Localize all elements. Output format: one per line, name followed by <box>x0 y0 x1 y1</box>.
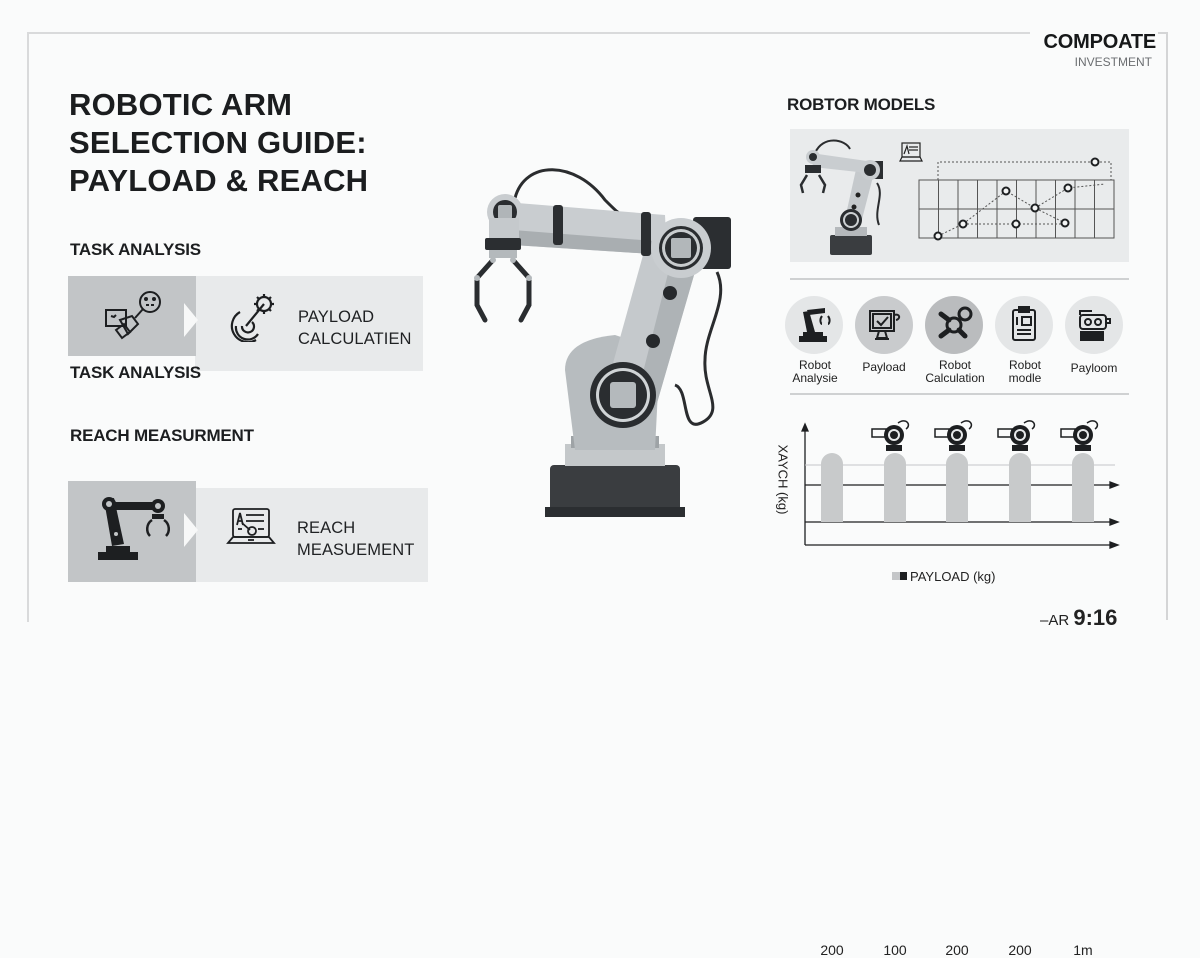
reach-measurement-label: REACH MEASUEMENT <box>297 519 415 559</box>
x-tick-label: 100 <box>883 942 907 958</box>
circle-robot-analysie[interactable] <box>785 296 843 354</box>
chevron-right-icon <box>184 303 198 337</box>
legend-swatch-dark <box>900 572 907 580</box>
divider <box>790 393 1129 395</box>
legend-swatch-light <box>892 572 900 580</box>
title-line-3: PAYLOAD & REACH <box>69 163 369 198</box>
task-analysis-caption: TASK ANALYSIS <box>70 363 201 382</box>
title-line-1: ROBOTIC ARM <box>69 87 293 122</box>
icon-label-payload: Payload <box>862 360 906 374</box>
monitor-check-icon <box>869 310 901 340</box>
brand-subtitle: INVESTMENT <box>1074 55 1152 69</box>
robot-head-icons <box>871 420 1099 452</box>
divider <box>790 278 1129 280</box>
robot-models-heading: ROBTOR MODELS <box>787 95 936 114</box>
camera-robot-icon <box>1079 310 1111 341</box>
chart-bar <box>884 453 906 522</box>
circle-robot-calculation[interactable] <box>925 296 983 354</box>
x-tick-label: 200 <box>820 942 844 958</box>
chart-bar <box>1072 453 1094 522</box>
clipboard-icon <box>1012 306 1036 341</box>
chart-bar <box>821 453 843 522</box>
brand-name: COMPOATE <box>1043 31 1157 53</box>
x-tick-label: 200 <box>1008 942 1032 958</box>
circle-payload[interactable] <box>855 296 913 354</box>
chart-legend: PAYLOAD (kg) <box>910 569 996 584</box>
chart-bar <box>946 453 968 522</box>
payload-reach-chart: XAYCH (kg) 200 100 200 200 1m <box>770 415 1140 958</box>
hand-inspect-icon <box>105 291 161 340</box>
robot-models-line-chart <box>918 157 1115 241</box>
robot-arm-thumbnail <box>799 139 883 255</box>
frame-right-border <box>1166 32 1168 620</box>
robot-arm-illustration <box>474 168 731 517</box>
circle-payloom[interactable] <box>1065 296 1123 354</box>
frame-corner-tick <box>1158 32 1166 34</box>
task-analysis-heading: TASK ANALYSIS <box>70 240 201 259</box>
target-gear-icon <box>230 294 274 342</box>
laptop-diagram-icon <box>899 142 923 162</box>
y-axis-label: XAYCH (kg) <box>775 444 791 515</box>
frame-left-border <box>27 32 29 622</box>
frame-top-border <box>27 32 1030 34</box>
title-line-2: SELECTION GUIDE: <box>69 125 367 160</box>
molecule-icon <box>938 306 973 339</box>
aspect-ratio-label: –AR 9:16 <box>1040 605 1118 630</box>
chart-bar <box>1009 453 1031 522</box>
x-tick-label: 200 <box>945 942 969 958</box>
payload-calculation-label: PAYLOAD CALCULATIEN <box>298 308 412 348</box>
reach-measurement-heading: REACH MEASURMENT <box>70 426 254 445</box>
robot-arm-icon <box>98 497 170 560</box>
icon-label-payloom: Payloom <box>1070 361 1118 375</box>
laptop-diagram-icon <box>226 508 276 544</box>
x-tick-label: 1m <box>1073 942 1093 958</box>
page-title: ROBOTIC ARM SELECTION GUIDE: PAYLOAD & R… <box>69 86 368 200</box>
robot-arm-icon <box>799 308 831 342</box>
reach-robot-card[interactable] <box>68 481 196 582</box>
chevron-right-icon <box>184 513 198 547</box>
